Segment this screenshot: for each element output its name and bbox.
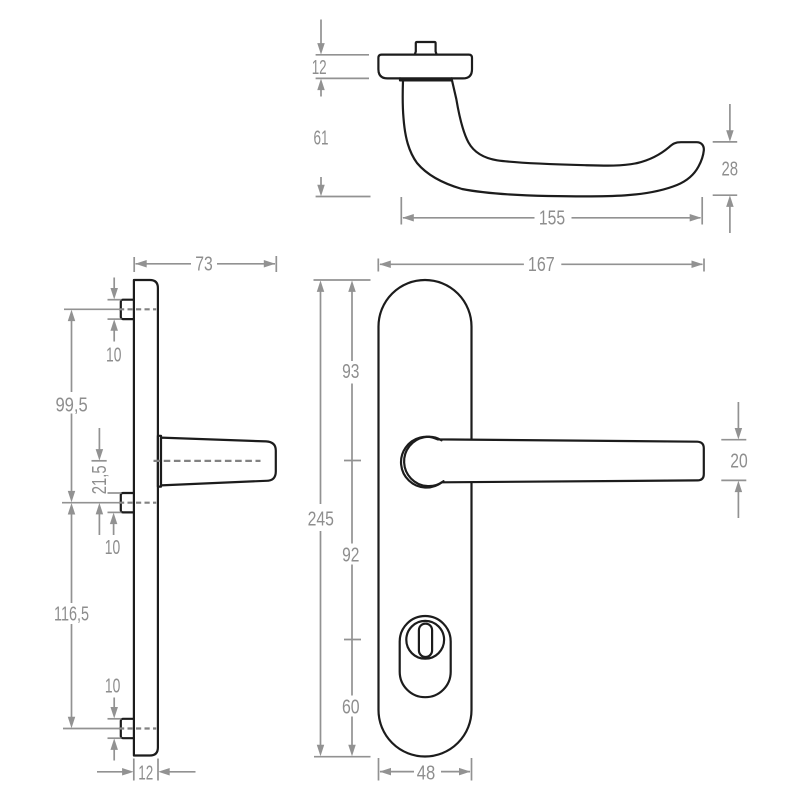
svg-text:12: 12 (312, 57, 327, 79)
svg-text:10: 10 (105, 675, 120, 697)
svg-text:10: 10 (105, 537, 120, 559)
svg-text:99,5: 99,5 (55, 395, 87, 417)
svg-text:28: 28 (722, 159, 739, 181)
svg-text:116,5: 116,5 (54, 604, 89, 626)
svg-text:12: 12 (138, 763, 153, 785)
svg-text:21,5: 21,5 (89, 465, 111, 494)
svg-text:48: 48 (417, 763, 436, 785)
svg-text:155: 155 (539, 208, 565, 230)
svg-text:92: 92 (342, 544, 359, 566)
svg-text:245: 245 (308, 508, 334, 530)
svg-text:10: 10 (106, 344, 121, 366)
svg-text:60: 60 (342, 696, 360, 718)
svg-text:73: 73 (195, 254, 213, 276)
svg-text:61: 61 (314, 128, 329, 150)
svg-text:20: 20 (730, 451, 747, 473)
svg-text:167: 167 (528, 254, 555, 276)
svg-text:93: 93 (342, 361, 359, 383)
